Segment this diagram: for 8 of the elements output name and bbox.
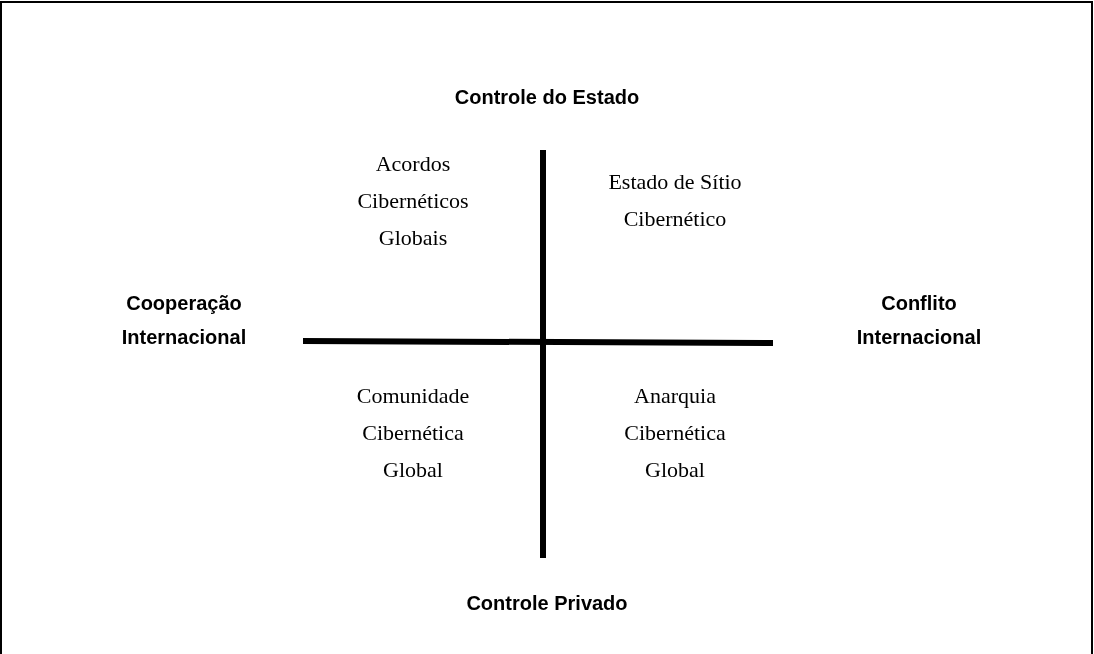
quadrant-label: Acordos Cibernéticos Globais <box>356 149 470 252</box>
quadrant-label: Estado de Sítio Cibernético <box>607 168 743 233</box>
axis-label: Conflito Internacional <box>855 291 983 350</box>
axis-label: Controle Privado <box>465 591 629 616</box>
axis-label: Cooperação Internacional <box>120 291 248 350</box>
quadrant-label: Anarquia Cibernética Global <box>623 381 727 484</box>
quadrant-label: Comunidade Cibernética Global <box>355 381 471 484</box>
axis-label: Controle do Estado <box>453 85 641 110</box>
